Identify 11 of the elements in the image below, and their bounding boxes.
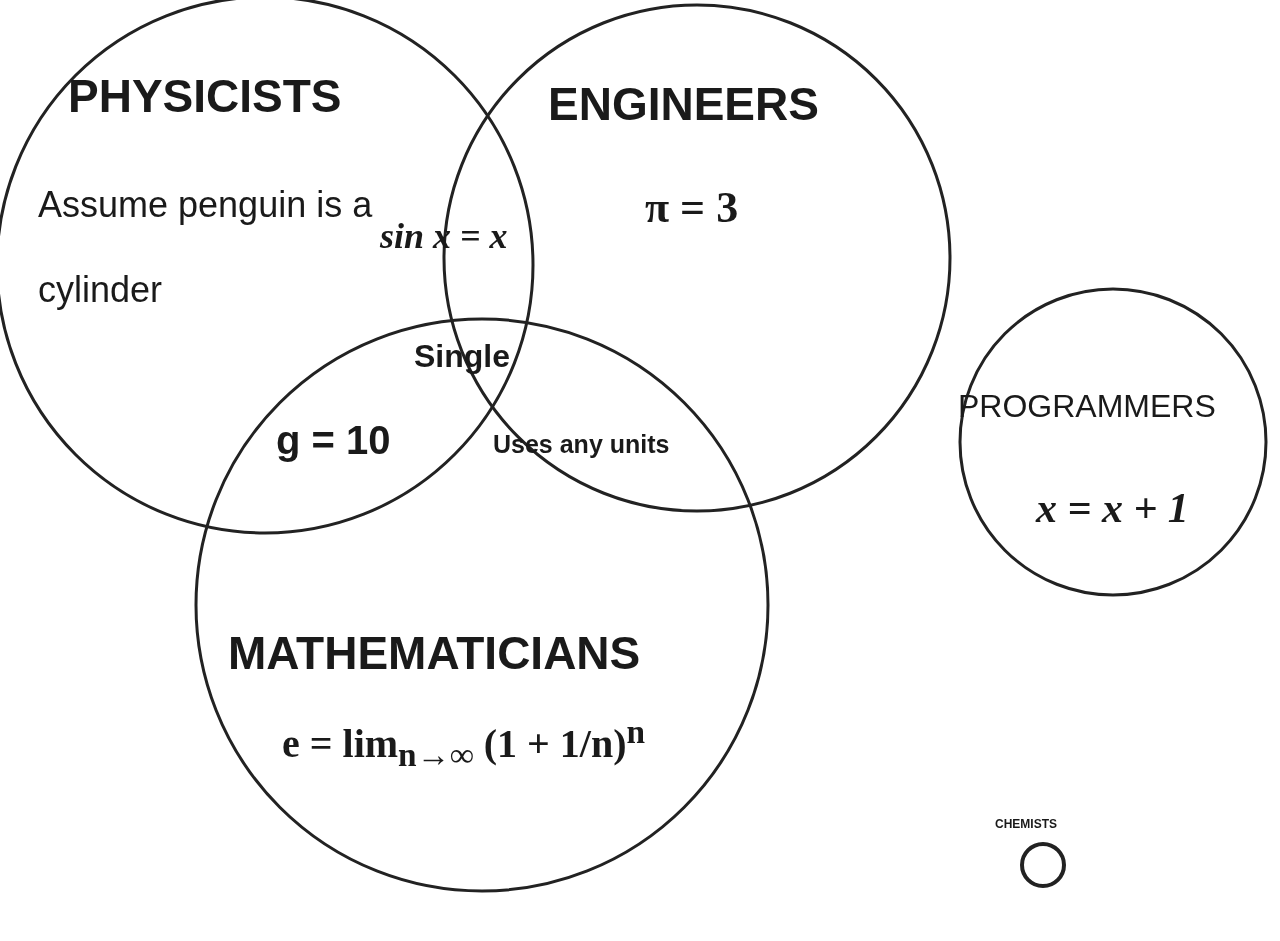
- set-description: Assume penguin is a cylinder: [38, 183, 374, 312]
- formula: e = lim$_{n→∞}$ (1 + 1/n)$^{n}$: [282, 715, 646, 772]
- formula: x = x + 1: [1036, 487, 1189, 529]
- set-title: MATHEMATICIANS: [228, 630, 641, 676]
- formula: π = 3: [645, 186, 739, 230]
- set-title: CHEMISTS: [995, 818, 1057, 830]
- venn-circle: [194, 317, 770, 893]
- venn-circle: [958, 287, 1268, 597]
- overlap-text: g = 10: [276, 420, 391, 460]
- set-title: PHYSICISTS: [68, 73, 342, 119]
- set-title: ENGINEERS: [548, 81, 819, 127]
